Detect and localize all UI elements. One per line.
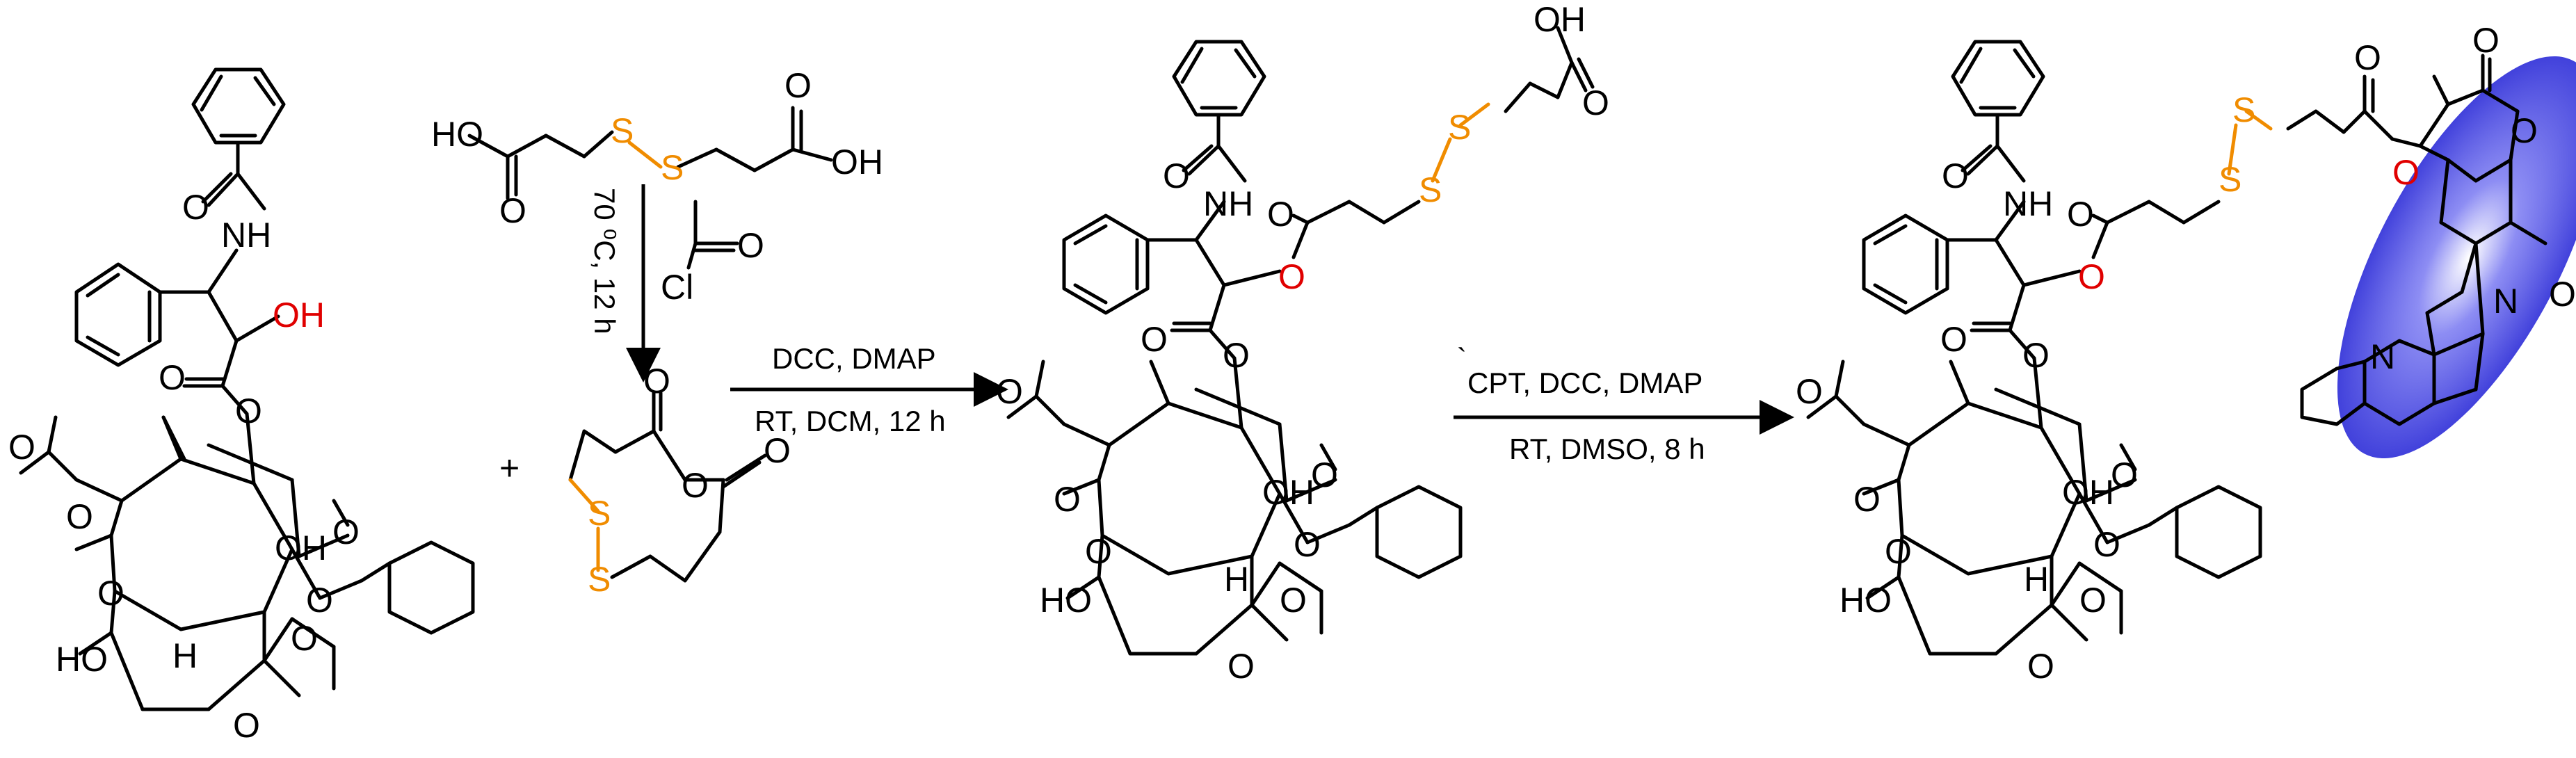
int-atom-o3: O (1223, 336, 1250, 375)
atom-o-acetyl1: O (8, 428, 35, 467)
int-atom-o-oxetane: O (1227, 647, 1255, 686)
step2-line1: DCC, DMAP (772, 342, 936, 375)
paclitaxel-structure (19, 67, 475, 711)
atom-o-bz2: O (332, 513, 360, 551)
prod-atom-o-oxetane: O (2027, 647, 2054, 686)
int-atom-oh-acid: OH (1533, 0, 1586, 39)
step2-line2: RT, DCM, 12 h (755, 405, 946, 437)
product-structure (1806, 40, 2394, 656)
cpt-atom-n1: N (2493, 282, 2518, 321)
atom-cl: Cl (661, 268, 693, 307)
prod-atom-o-bz2: O (2111, 455, 2138, 494)
step3-mark: ` (1457, 342, 1467, 375)
int-atom-h: H (1224, 560, 1249, 599)
int-atom-o2: O (1141, 320, 1168, 359)
atom-o-anh3: O (764, 431, 791, 470)
atom-ho-diacid: HO (431, 115, 483, 154)
acetyl-chloride (686, 200, 739, 270)
int-atom-o-ac3: O (1280, 581, 1307, 620)
cpt-atom-o-ring: O (2511, 111, 2538, 150)
step3-line2: RT, DMSO, 8 h (1509, 433, 1705, 465)
atom-o-oxetane: O (233, 706, 260, 745)
atom-oh-diacid: OH (831, 143, 883, 182)
atom-o-ester: O (235, 392, 262, 430)
dithiodipropionic-acid (467, 106, 833, 200)
prod-atom-o-ester: O (2078, 257, 2105, 296)
atom-o-diacid2: O (784, 66, 812, 105)
step3-line1: CPT, DCC, DMAP (1467, 366, 1702, 399)
int-atom-ho: HO (1040, 581, 1092, 620)
int-atom-o-ester: O (1278, 257, 1305, 296)
atom-o-anh2: O (682, 466, 709, 505)
int-atom-s2: S (1448, 108, 1471, 147)
atom-s2-anh: S (588, 560, 611, 599)
cyclic-disulfide-anhydride (568, 391, 767, 583)
atom-oh-free: OH (273, 296, 325, 334)
cpt-atom-n2: N (2370, 337, 2395, 376)
int-atom-o-bz: O (1294, 525, 1321, 564)
cpt-atom-o-lactone: O (2472, 21, 2499, 60)
prod-atom-o-ac2: O (1853, 480, 1881, 519)
prod-atom-s2: S (2232, 90, 2255, 129)
prod-atom-nh: NH (2003, 184, 2053, 223)
atom-ho-core: HO (56, 640, 108, 679)
atom-o-ketone: O (97, 574, 124, 613)
atom-o-acetylcl: O (737, 226, 764, 265)
int-atom-o-linker: O (1267, 195, 1294, 234)
atom-o-bz3: O (306, 581, 333, 620)
int-atom-nh: NH (1203, 184, 1253, 223)
prod-atom-o-ac3: O (2079, 581, 2107, 620)
atom-o-diacid1: O (499, 191, 526, 230)
atom-nh: NH (221, 216, 271, 255)
prod-atom-o-link2: O (2354, 38, 2381, 77)
camptothecin-highlight (2337, 56, 2576, 459)
atom-o-ac3: O (291, 619, 318, 658)
int-atom-o1: O (1163, 156, 1190, 195)
atom-h-core: H (172, 636, 198, 675)
plus-sign: + (499, 449, 520, 487)
prod-atom-o-ac1: O (1796, 372, 1823, 411)
prod-atom-o-ketone: O (1885, 532, 1912, 571)
prod-atom-o1: O (1942, 156, 1969, 195)
prod-atom-o-bz: O (2093, 525, 2120, 564)
prod-atom-o3: O (2022, 336, 2050, 375)
prod-atom-ho: HO (1840, 581, 1892, 620)
prod-atom-o2: O (1940, 320, 1967, 359)
int-atom-o-bz2: O (1311, 455, 1338, 494)
atom-o-acetyl2: O (66, 497, 93, 536)
int-atom-s1: S (1419, 170, 1442, 209)
int-atom-o-ac2: O (1054, 480, 1081, 519)
int-atom-o-acid: O (1582, 83, 1609, 122)
int-atom-o-ketone: O (1085, 532, 1112, 571)
atom-s2-diacid: S (661, 148, 684, 187)
cpt-atom-o-ester: O (2392, 153, 2420, 192)
prod-atom-s1: S (2219, 160, 2241, 199)
atom-s1-anh: S (588, 494, 611, 533)
atom-s1-diacid: S (611, 111, 634, 150)
prod-atom-h: H (2024, 560, 2049, 599)
step1-condition: 70 ⁰C, 12 h (588, 188, 621, 334)
atom-o-carbonyl: O (159, 358, 186, 397)
atom-o-benzoyl: O (182, 188, 209, 227)
prod-atom-oh-core: OH (2062, 473, 2114, 512)
atom-o-anh1: O (643, 362, 670, 401)
atom-oh-core: OH (275, 529, 327, 567)
cpt-atom-o-amide: O (2549, 275, 2576, 314)
intermediate-structure (1006, 26, 1595, 656)
camptothecin-structure (2300, 54, 2547, 426)
int-atom-o-ac1: O (996, 372, 1023, 411)
prod-atom-o-linker: O (2067, 195, 2094, 234)
int-atom-oh-core: OH (1262, 473, 1314, 512)
